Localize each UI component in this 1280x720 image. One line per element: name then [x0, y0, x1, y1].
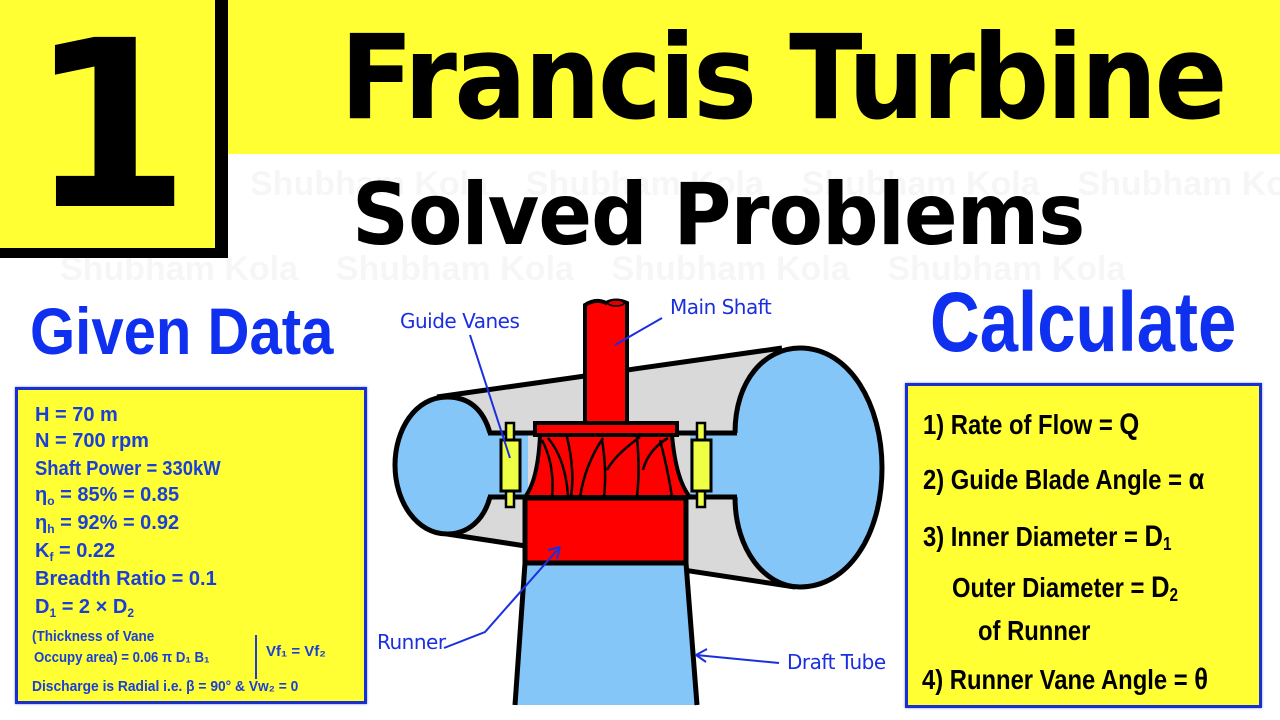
main-shaft [583, 298, 629, 425]
calculate-heading: Calculate [930, 275, 1237, 369]
episode-number: 1 [28, 0, 190, 261]
given-shaft-power: Shaft Power = 330kW [35, 458, 221, 480]
given-flow-ratio: Kf = 0.22 [35, 540, 116, 564]
separator [255, 635, 257, 679]
given-thickness-line2: Occupy area) = 0.06 π D₁ B₁ [34, 649, 210, 666]
casing-inlet-left [392, 394, 493, 537]
given-data-box: H = 70 m N = 700 rpm Shaft Power = 330kW… [15, 387, 367, 704]
main-shaft-pointer [614, 317, 663, 346]
guide-vane-right [690, 421, 713, 509]
calc-item-flow-rate: 1) Rate of Flow = Q [923, 408, 1140, 441]
given-data-heading: Given Data [30, 294, 334, 368]
given-flow-velocity-equality: Vf₁ = Vf₂ [266, 643, 326, 660]
calc-item-of-runner: of Runner [978, 615, 1091, 646]
given-discharge-condition: Discharge is Radial i.e. β = 90° & Vw₂ =… [32, 678, 299, 695]
page-subtitle: Solved Problems [352, 165, 1085, 265]
given-thickness-line1: (Thickness of Vane [32, 628, 155, 645]
runner-hub [522, 495, 689, 566]
given-hydraulic-efficiency: ηh = 92% = 0.92 [35, 512, 180, 536]
casing-inlet-right [732, 345, 885, 590]
calc-item-outer-diameter: Outer Diameter = D2 [952, 571, 1179, 605]
draft-tube-pointer [695, 654, 780, 664]
label-guide-vanes: Guide Vanes [400, 309, 520, 333]
label-main-shaft: Main Shaft [670, 295, 772, 319]
draft-tube [515, 563, 697, 705]
given-breadth-ratio: Breadth Ratio = 0.1 [35, 568, 217, 590]
guide-vanes-pointer [469, 334, 511, 459]
label-draft-tube: Draft Tube [787, 650, 886, 674]
title-banner [228, 0, 1280, 154]
given-diameter-relation: D1 = 2 × D2 [35, 596, 134, 620]
label-runner: Runner [377, 630, 446, 654]
given-head: H = 70 m [35, 404, 118, 426]
guide-vane-left [499, 421, 522, 509]
episode-number-box [0, 0, 228, 258]
runner-pointer [443, 546, 561, 649]
calc-item-inner-diameter: 3) Inner Diameter = D1 [923, 520, 1172, 554]
page-title: Francis Turbine [340, 9, 1227, 146]
calc-item-guide-blade-angle: 2) Guide Blade Angle = α [923, 463, 1205, 496]
given-overall-efficiency: ηo = 85% = 0.85 [35, 484, 180, 508]
calculate-box: 1) Rate of Flow = Q 2) Guide Blade Angle… [905, 383, 1262, 708]
given-speed: N = 700 rpm [35, 430, 149, 452]
calc-item-runner-vane-angle: 4) Runner Vane Angle = θ [922, 663, 1209, 696]
